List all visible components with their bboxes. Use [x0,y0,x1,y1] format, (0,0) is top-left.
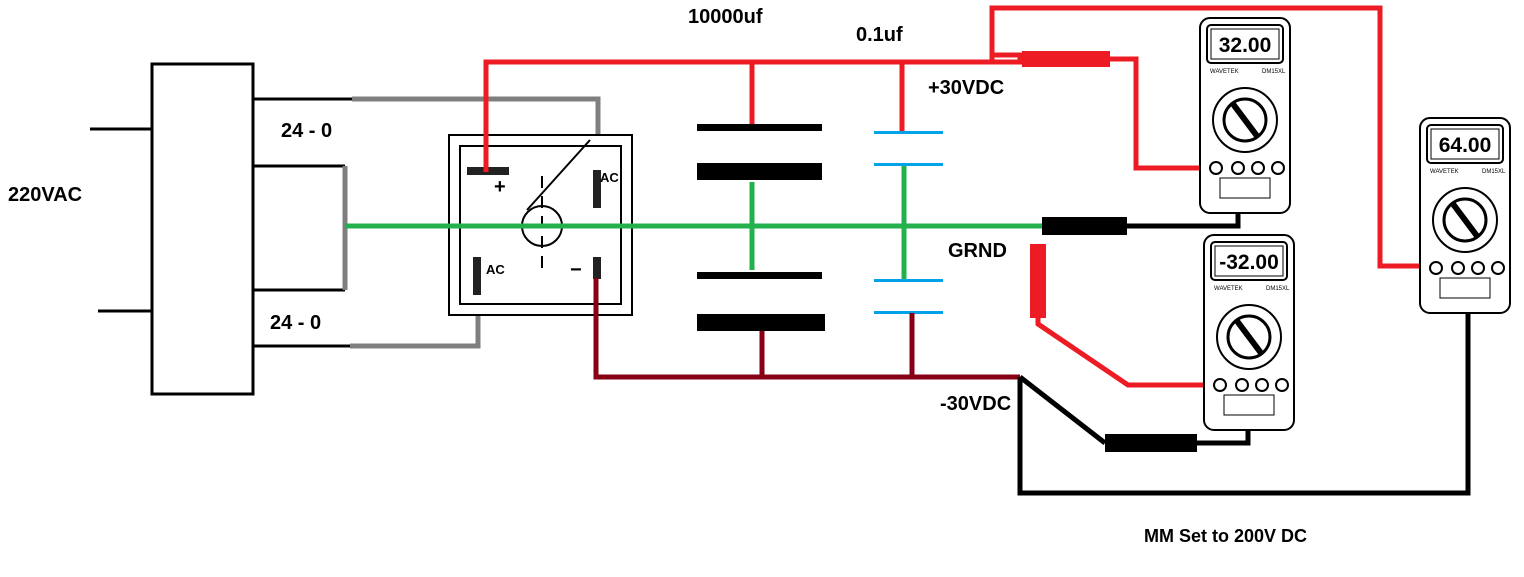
negative-rail-label: -30VDC [940,393,1011,415]
multimeter-jack-v[interactable] [1429,261,1443,275]
bridge-ac-pin-bottom [473,257,481,295]
multimeter-lcd [1430,128,1500,160]
bridge-ac-pin-top [593,170,601,208]
multimeter-3: 64.00 WAVETEK DM15XL [1419,117,1511,314]
bridge-minus-label: − [570,259,582,281]
secondary-top-label: 24 - 0 [281,120,332,142]
negative-bus [593,278,1020,380]
transformer [90,62,352,396]
bulk-cap-2-plate-bottom [697,314,825,331]
multimeter-warning-panel [1223,394,1275,416]
multimeter-model: DM15XL [1482,169,1506,175]
multimeter-jack-v[interactable] [1209,161,1223,175]
multimeter-jack-com[interactable] [1231,161,1245,175]
multimeter-jack-10a[interactable] [1275,378,1289,392]
probe-wire-to-meter-2 [1035,316,1218,388]
multimeter-lcd [1210,28,1280,60]
meter-setting-note: MM Set to 200V DC [1144,526,1307,546]
multimeter-jack-com[interactable] [1235,378,1249,392]
multimeter-jack-10a[interactable] [1271,161,1285,175]
bulk-cap-1-plate-bottom [697,163,822,180]
bridge-ac-label-bottom: AC [486,262,505,277]
multimeter-reading: 32.00 [1219,34,1272,57]
multimeter-2: -32.00 WAVETEK DM15XL [1203,234,1295,431]
transformer-body [150,62,255,396]
bridge-plus-label: + [494,176,506,198]
positive-probe-wire-to-meter-3 [989,5,1432,269]
multimeter-reading: -32.00 [1219,251,1279,274]
multimeter-brand: WAVETEK [1210,69,1239,75]
bypass-cap-2-plate-bottom [874,311,943,314]
secondary-bottom-label: 24 - 0 [270,312,321,334]
input-voltage-label: 220VAC [8,184,82,206]
multimeter-warning-panel [1219,177,1271,199]
negative-rail [593,278,1020,380]
multimeter-brand: WAVETEK [1430,169,1459,175]
multimeter-jack-ma[interactable] [1251,161,1265,175]
multimeter-jack-com[interactable] [1451,261,1465,275]
multimeter-reading: 64.00 [1439,134,1492,157]
multimeter-model: DM15XL [1262,69,1286,75]
bulk-cap-label: 10000uf [688,6,763,28]
probe-red-meter-1 [1022,51,1110,67]
negative-probe-lead [1018,375,1107,445]
positive-probe-wire-to-meter-1 [1110,56,1214,171]
bulk-cap-1-plate-top [697,124,822,131]
multimeter-knob-pointer [1450,202,1480,238]
bulk-cap-2-plate-top [697,272,822,279]
probe-black-meter-2 [1105,434,1197,452]
multimeter-warning-panel [1439,277,1491,299]
multimeter-jack-ma[interactable] [1471,261,1485,275]
bypass-cap-label: 0.1uf [856,24,903,46]
bypass-capacitors [874,131,943,314]
ground-label: GRND [948,240,1007,262]
bypass-cap-1-plate-bottom [874,163,943,166]
multimeter-lcd [1214,245,1284,277]
multimeter-knob-pointer [1234,319,1264,355]
bridge-ac-trace [526,139,591,211]
multimeter-jack-10a[interactable] [1491,261,1505,275]
bulk-capacitors [697,124,825,331]
multimeter-brand: WAVETEK [1214,286,1243,292]
probe-red-meter-2 [1030,244,1046,318]
bridge-minus-pin [593,257,601,279]
positive-rail-label: +30VDC [928,77,1004,99]
multimeter-1: 32.00 WAVETEK DM15XL [1199,17,1291,214]
positive-rail [483,5,1432,388]
bypass-cap-1-plate-top [874,131,943,134]
multimeter-knob-pointer [1230,102,1260,138]
probe-black-meter-1 [1042,217,1127,235]
negative-probe-wire-meter-3 [1017,270,1471,496]
multimeter-model: DM15XL [1266,286,1290,292]
bridge-ac-label-top: AC [600,170,619,185]
ground-rail [345,165,1042,280]
multimeter-jack-ma[interactable] [1255,378,1269,392]
multimeter-jack-v[interactable] [1213,378,1227,392]
bypass-cap-2-plate-top [874,279,943,282]
